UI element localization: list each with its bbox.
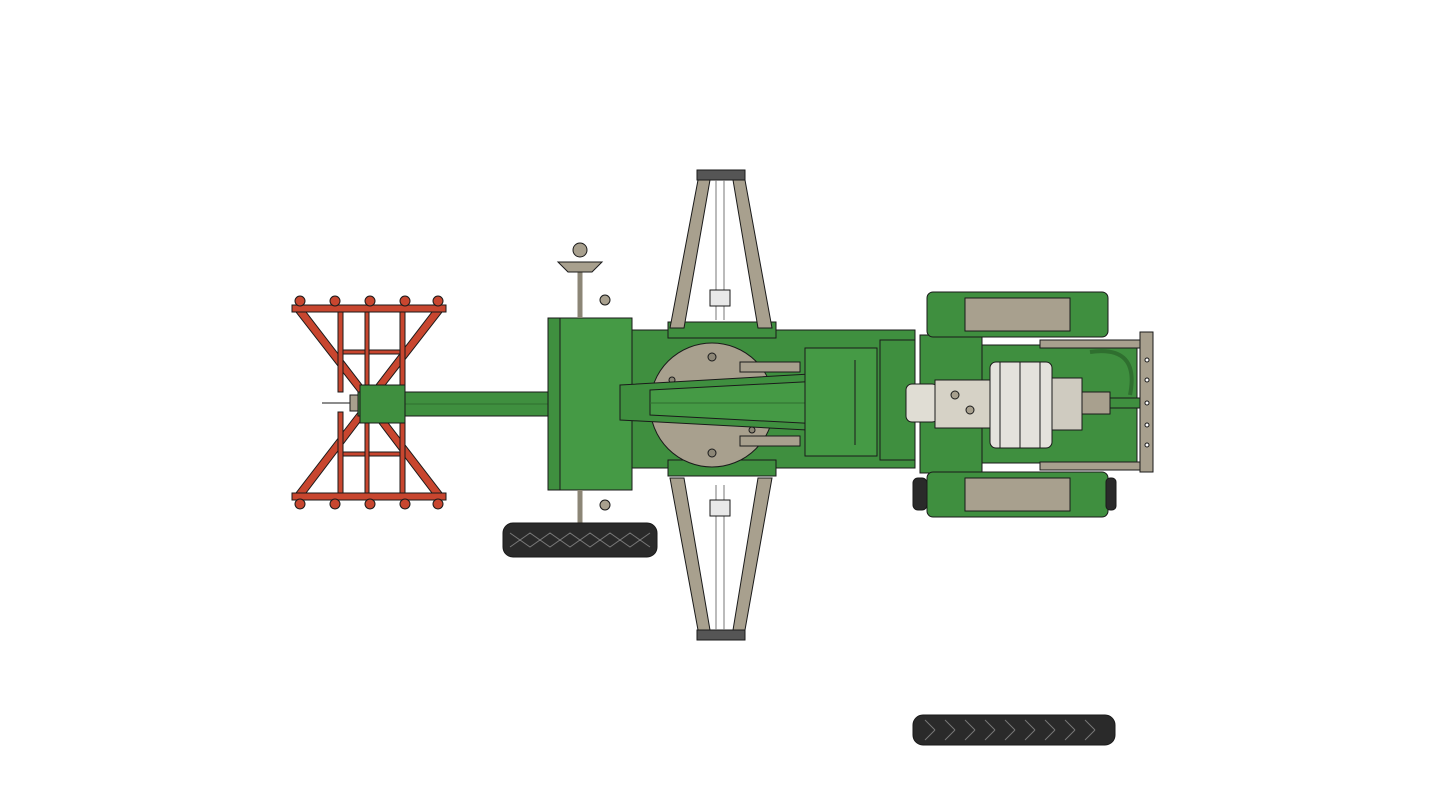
harrow-bolts [294,295,444,510]
front-wheel-tyre [502,522,658,558]
front-axle-block [547,242,633,525]
left-track [926,291,1109,338]
main-frame [619,321,916,477]
upper-wing-arm [669,169,773,329]
engine [905,361,1141,449]
rear-hitch [1139,331,1154,473]
lower-wing-arm [669,477,773,641]
spare-tyre [912,714,1116,746]
hub-cap [572,242,588,258]
harrow-hitch [322,394,363,412]
right-track [912,471,1117,518]
